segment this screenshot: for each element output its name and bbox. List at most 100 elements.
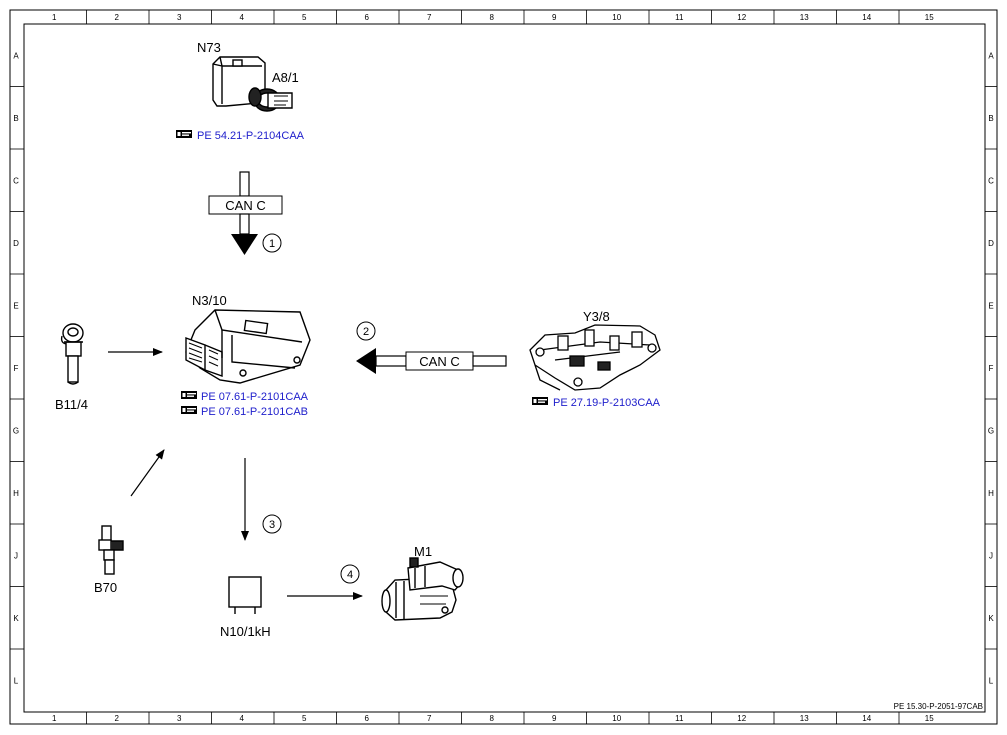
crankshaft-sensor-icon	[98, 525, 124, 575]
step-2-circle	[356, 321, 376, 341]
hand-pointer-icon	[532, 397, 548, 405]
can-bus-top-label: CAN C	[225, 198, 265, 213]
n73-label: N73	[197, 40, 221, 55]
row-label-right: A	[988, 51, 994, 60]
row-label-left: H	[13, 489, 19, 498]
temperature-sensor-icon	[60, 323, 84, 385]
row-label-right: F	[989, 364, 994, 373]
y3-8-doc-link[interactable]: PE 27.19-P-2103CAA	[532, 397, 661, 409]
row-label-left: D	[13, 239, 19, 248]
n3-10-ref-text-1[interactable]: PE 07.61-P-2101CAA	[201, 391, 309, 403]
can-bus-top-shaft-lower	[239, 213, 250, 235]
row-label-left: F	[14, 364, 19, 373]
row-label-left: G	[13, 426, 19, 435]
column-label-top: 9	[552, 13, 557, 22]
can-bus-right-shaft-right	[472, 355, 507, 367]
column-label-bottom: 1	[52, 714, 57, 723]
grid-ruler: 1122334455667788991010111112121313141415…	[10, 10, 997, 724]
column-label-top: 15	[925, 13, 934, 22]
column-label-top: 13	[800, 13, 809, 22]
column-label-bottom: 4	[240, 714, 245, 723]
column-label-top: 10	[612, 13, 621, 22]
n10-label: N10/1kH	[220, 624, 271, 639]
column-label-top: 6	[365, 13, 370, 22]
step-3-number: 3	[269, 519, 275, 531]
column-label-bottom: 8	[490, 714, 495, 723]
row-label-left: B	[13, 114, 18, 123]
control-unit-icon	[185, 309, 311, 384]
n3-10-doc-link-1[interactable]: PE 07.61-P-2101CAA	[181, 391, 309, 403]
column-label-bottom: 7	[427, 714, 432, 723]
step-1-circle	[262, 233, 282, 253]
can-bus-right-label: CAN C	[419, 354, 459, 369]
m1-label: M1	[414, 544, 432, 559]
row-label-right: C	[988, 176, 994, 185]
relay-icon	[228, 576, 262, 614]
row-label-left: K	[13, 614, 19, 623]
hand-pointer-icon	[176, 130, 192, 138]
row-label-left: L	[14, 676, 19, 685]
n3-10-doc-link-2[interactable]: PE 07.61-P-2101CAB	[181, 406, 308, 418]
column-label-bottom: 3	[177, 714, 182, 723]
hand-pointer-icon	[181, 391, 197, 399]
a8-1-label: A8/1	[272, 70, 299, 85]
n73-doc-link[interactable]: PE 54.21-P-2104CAA	[176, 130, 305, 142]
column-label-bottom: 5	[302, 714, 307, 723]
column-label-bottom: 11	[675, 714, 684, 723]
column-label-bottom: 2	[115, 714, 120, 723]
hand-pointer-icon	[181, 406, 197, 414]
column-label-top: 5	[302, 13, 307, 22]
row-label-right: H	[988, 489, 994, 498]
column-label-bottom: 14	[862, 714, 871, 723]
column-label-top: 2	[115, 13, 120, 22]
row-label-left: J	[14, 551, 18, 560]
starter-motor-icon	[381, 557, 464, 621]
row-label-right: J	[989, 551, 993, 560]
column-label-top: 12	[737, 13, 746, 22]
column-label-top: 3	[177, 13, 182, 22]
row-label-right: L	[989, 676, 994, 685]
outer-frame	[9, 9, 998, 725]
valve-body-icon	[529, 324, 661, 391]
can-bus-top-arrowhead	[231, 234, 258, 255]
column-label-bottom: 12	[737, 714, 746, 723]
column-label-bottom: 6	[365, 714, 370, 723]
column-label-top: 14	[862, 13, 871, 22]
b11-4-label: B11/4	[55, 397, 88, 412]
n73-ref-text[interactable]: PE 54.21-P-2104CAA	[197, 130, 305, 142]
n3-10-ref-text-2[interactable]: PE 07.61-P-2101CAB	[201, 406, 308, 418]
ignition-switch-icon	[212, 56, 293, 112]
can-bus-right-arrowhead	[356, 348, 376, 374]
n3-10-label: N3/10	[192, 293, 227, 308]
column-label-bottom: 10	[612, 714, 621, 723]
row-label-right: B	[988, 114, 993, 123]
row-label-right: G	[988, 426, 994, 435]
can-bus-right-shaft-left	[375, 355, 407, 367]
column-label-bottom: 13	[800, 714, 809, 723]
step-2-number: 2	[363, 326, 369, 338]
row-label-right: K	[988, 614, 994, 623]
column-label-top: 1	[52, 13, 57, 22]
drawing-reference: PE 15.30-P-2051-97CAB	[894, 702, 983, 711]
b70-label: B70	[94, 580, 117, 595]
y3-8-ref-text[interactable]: PE 27.19-P-2103CAA	[553, 397, 661, 409]
row-label-left: E	[13, 301, 18, 310]
column-label-top: 8	[490, 13, 495, 22]
step-4-number: 4	[347, 569, 353, 581]
column-label-top: 11	[675, 13, 684, 22]
row-label-right: D	[988, 239, 994, 248]
step-3-circle	[262, 514, 282, 534]
column-label-top: 7	[427, 13, 432, 22]
row-label-left: C	[13, 176, 19, 185]
row-label-right: E	[988, 301, 993, 310]
b70-to-n3-10-arrow	[130, 449, 165, 497]
column-label-bottom: 15	[925, 714, 934, 723]
y3-8-label: Y3/8	[583, 309, 610, 324]
row-label-left: A	[13, 51, 19, 60]
column-label-top: 4	[240, 13, 245, 22]
step-4-circle	[340, 564, 360, 584]
can-bus-top-shaft	[239, 171, 250, 197]
column-label-bottom: 9	[552, 714, 557, 723]
inner-frame	[23, 23, 986, 713]
